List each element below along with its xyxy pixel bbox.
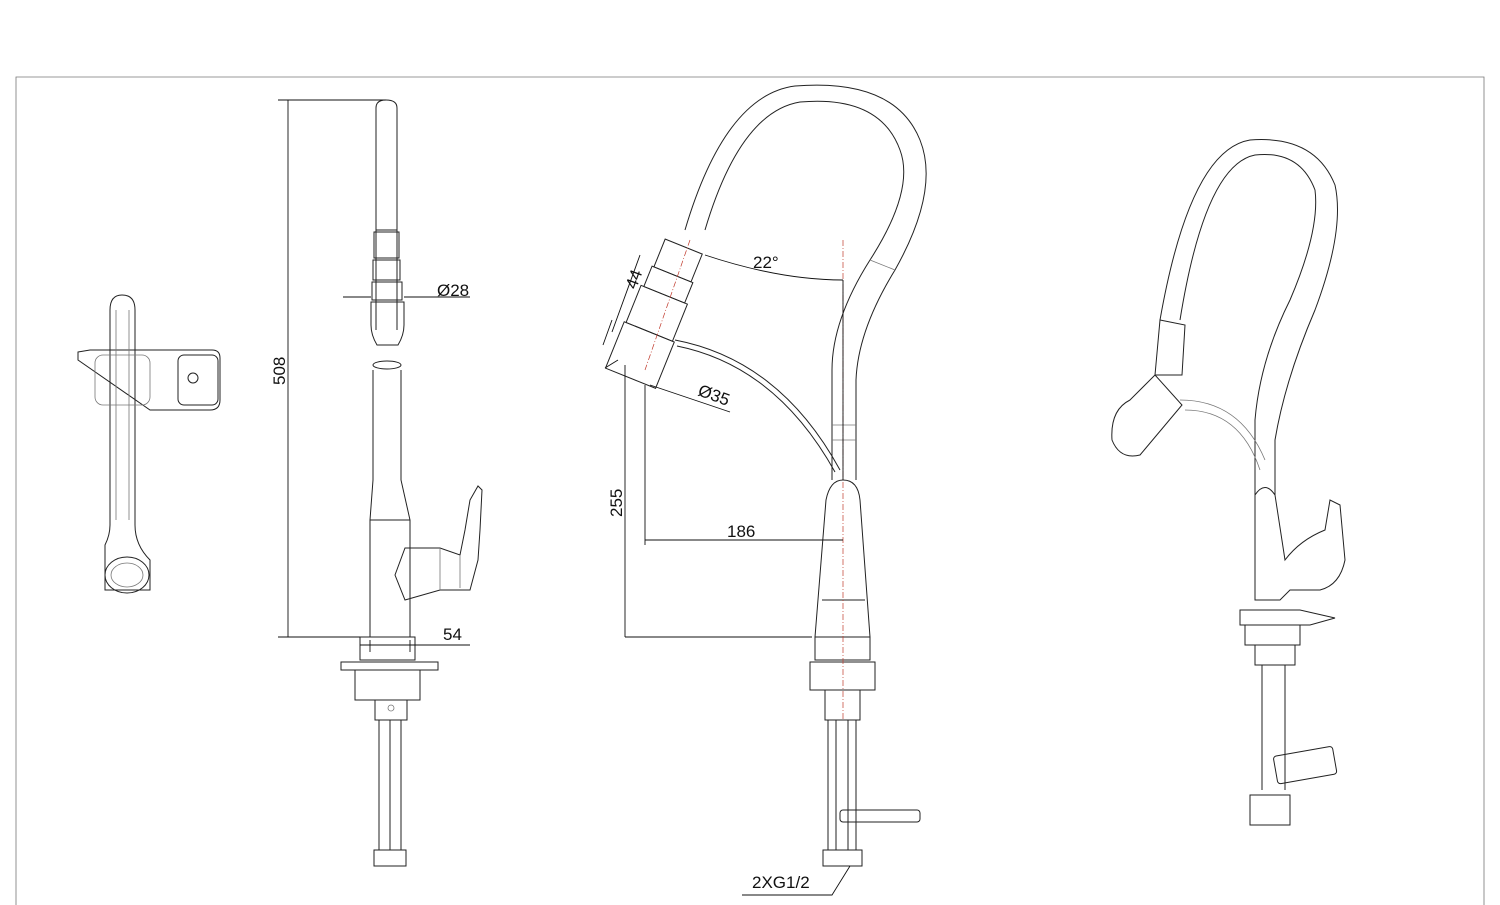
dim-total-height: 508 (270, 357, 289, 385)
dim-spray-angle: 22° (753, 253, 779, 272)
drawing-frame (15, 76, 1485, 905)
dim-base-diameter: 54 (443, 625, 462, 644)
dim-spray-head-diameter: Ø35 (696, 381, 733, 410)
top-view (77, 294, 221, 594)
perspective-view (1111, 139, 1346, 826)
dim-outlet-height: 255 (607, 489, 626, 517)
dim-spout-diameter: Ø28 (437, 281, 469, 300)
dim-spout-reach: 186 (727, 522, 755, 541)
front-view (602, 84, 927, 896)
dim-spray-head-length: 44 (622, 267, 646, 291)
dim-connection-thread: 2XG1/2 (752, 873, 810, 892)
side-view (278, 99, 483, 867)
